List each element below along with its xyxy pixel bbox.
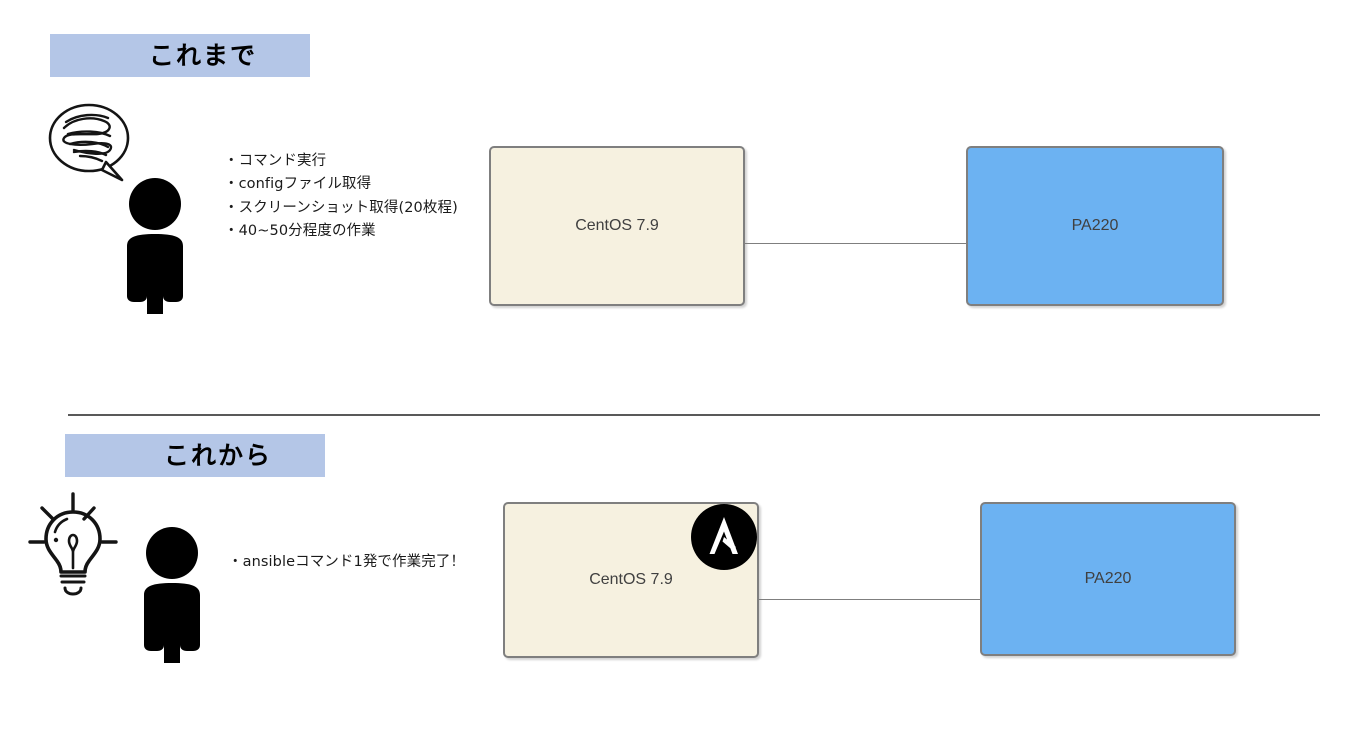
- person-silhouette-icon-before: [100, 178, 210, 314]
- section-heading-banner-before: これまで: [50, 34, 310, 77]
- bullet-item: ・configファイル取得: [224, 176, 372, 193]
- section-heading-banner-after: これから: [65, 434, 325, 477]
- node-label: PA220: [1071, 217, 1119, 234]
- node-centos-before: CentOS 7.9: [489, 146, 745, 306]
- person-body-shape: [144, 583, 200, 663]
- bullet-list-before: ・コマンド実行 ・configファイル取得 ・スクリーンショット取得(20枚程)…: [224, 150, 458, 244]
- connector-line-before: [745, 243, 967, 244]
- person-silhouette-icon-after: [117, 527, 227, 663]
- node-label: CentOS 7.9: [589, 571, 673, 588]
- thought-bubble-scribble-icon: [44, 100, 140, 186]
- bullet-item: ・40~50分程度の作業: [224, 223, 376, 240]
- ansible-logo-icon: [691, 504, 757, 570]
- bullet-list-after: ・ansibleコマンド1発で作業完了！: [228, 551, 465, 574]
- person-body-shape: [127, 234, 183, 314]
- section-heading-label-after: これから: [163, 441, 272, 470]
- bullet-item: ・コマンド実行: [224, 153, 327, 169]
- section-heading-label-before: これまで: [148, 41, 257, 70]
- node-label: CentOS 7.9: [575, 217, 659, 234]
- section-divider: [68, 414, 1320, 416]
- person-head-shape: [146, 527, 198, 579]
- bullet-item: ・スクリーンショット取得(20枚程): [224, 199, 458, 216]
- node-pa220-before: PA220: [966, 146, 1224, 306]
- node-pa220-after: PA220: [980, 502, 1236, 656]
- node-label: PA220: [1084, 570, 1132, 587]
- lightbulb-idea-icon: [28, 490, 136, 596]
- bullet-item: ・ansibleコマンド1発で作業完了！: [228, 554, 466, 570]
- person-head-shape: [129, 178, 181, 230]
- connector-line-after: [759, 599, 981, 600]
